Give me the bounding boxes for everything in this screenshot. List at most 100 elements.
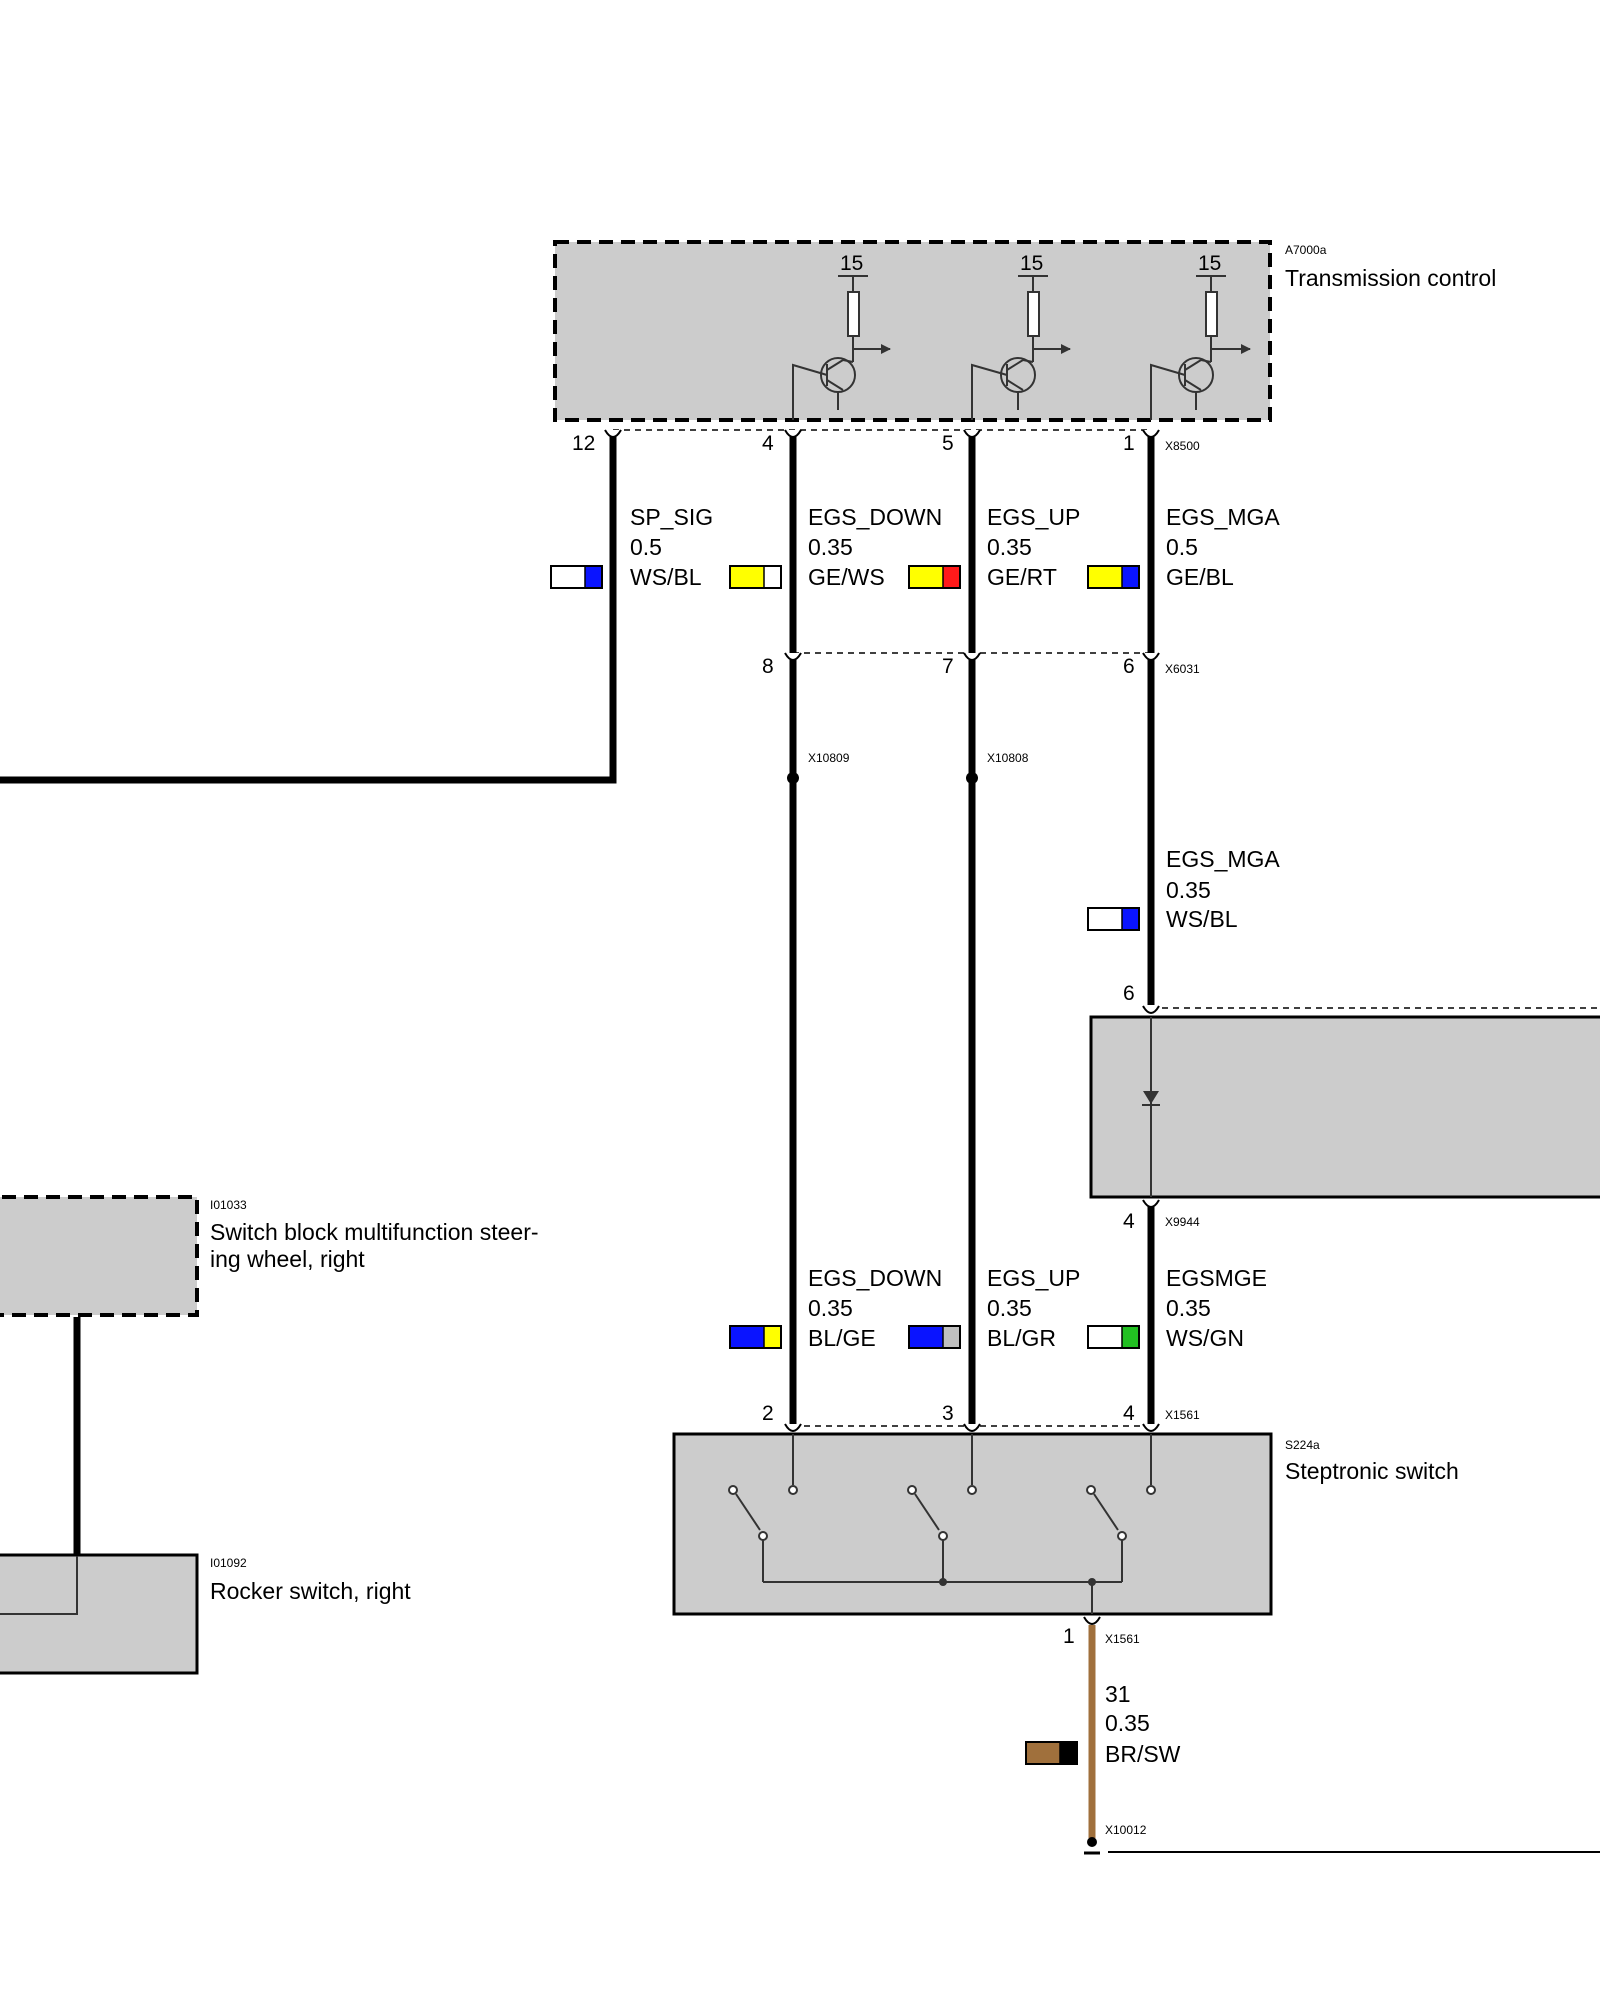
svg-text:WS/BL: WS/BL	[630, 564, 702, 590]
ground-wire-name: 31	[1105, 1681, 1131, 1707]
pin-x6031-down: 8	[762, 655, 774, 678]
pin-mid-bottom: 4	[1123, 1210, 1135, 1233]
connector-x9944-label: X9944	[1165, 1215, 1200, 1229]
pin-mid-top: 6	[1123, 982, 1135, 1005]
label-egs-down-bot: EGS_DOWN 0.35 BL/GE	[729, 1265, 942, 1351]
connector-x6031-label: X6031	[1165, 662, 1200, 676]
swatch-stripe	[764, 1326, 781, 1348]
svg-text:0.35: 0.35	[987, 1295, 1032, 1321]
svg-text:GE/WS: GE/WS	[808, 564, 885, 590]
swatch-frame	[1087, 907, 1140, 931]
pullup-resistor	[1027, 291, 1040, 337]
rocker-switch-ref: I01092	[210, 1556, 247, 1570]
pin-tc-down: 4	[762, 432, 774, 455]
svg-text:EGS_DOWN: EGS_DOWN	[808, 504, 942, 530]
swatch-stripe	[1122, 566, 1139, 588]
label-egs-down-top: EGS_DOWN 0.35 GE/WS	[729, 504, 942, 590]
steptronic-switch-module: X1561 2 3 4 S224a Steptronic switch	[672, 1402, 1459, 1616]
label-egs-mga-mid: EGS_MGA 0.35 WS/BL	[1087, 846, 1280, 932]
swatch-frame	[729, 1325, 782, 1349]
color-swatch	[550, 565, 603, 589]
svg-text:0.5: 0.5	[1166, 534, 1198, 560]
pin-sw-mge: 4	[1123, 1402, 1135, 1425]
connector-x10012-label: X10012	[1105, 1823, 1147, 1837]
switch-block-title-2: ing wheel, right	[210, 1246, 365, 1272]
swatch-primary	[1088, 908, 1122, 930]
swatch-frame	[908, 565, 961, 589]
switch-block-module: I01033 Switch block multifunction steer-…	[0, 1195, 539, 1317]
swatch-frame	[1087, 1325, 1140, 1349]
svg-text:BL/GR: BL/GR	[987, 1325, 1056, 1351]
pin-x6031-mga: 6	[1123, 655, 1135, 678]
connector-x8500-label: X8500	[1165, 439, 1200, 453]
pullup-resistor	[1205, 291, 1218, 337]
supply-15-label: 15	[840, 252, 863, 275]
splice-x10808	[966, 772, 978, 784]
svg-text:WS/BL: WS/BL	[1166, 906, 1238, 932]
color-swatch	[1087, 565, 1140, 589]
svg-text:EGSMGE: EGSMGE	[1166, 1265, 1267, 1291]
swatch-frame	[1025, 1741, 1078, 1765]
pin-sw-down: 2	[762, 1402, 774, 1425]
swatch-stripe	[1122, 908, 1139, 930]
color-swatch	[1087, 907, 1140, 931]
transmission-control-title: Transmission control	[1285, 265, 1496, 291]
swatch-frame	[908, 1325, 961, 1349]
swatch-primary	[730, 1326, 764, 1348]
splice-x10809-label: X10809	[808, 751, 850, 765]
supply-15-label: 15	[1198, 252, 1221, 275]
svg-text:0.35: 0.35	[1166, 1295, 1211, 1321]
swatch-frame	[1087, 565, 1140, 589]
svg-text:EGS_UP: EGS_UP	[987, 1265, 1080, 1291]
svg-text:GE/BL: GE/BL	[1166, 564, 1234, 590]
svg-text:EGS_DOWN: EGS_DOWN	[808, 1265, 942, 1291]
color-swatch	[1025, 1741, 1078, 1765]
rocker-switch-title: Rocker switch, right	[210, 1578, 411, 1604]
pin-tc-mga: 1	[1123, 432, 1135, 455]
svg-text:0.5: 0.5	[630, 534, 662, 560]
ground-point-x10012	[1087, 1837, 1097, 1847]
color-swatch	[729, 1325, 782, 1349]
swatch-stripe	[764, 566, 781, 588]
splice-x10809	[787, 772, 799, 784]
svg-text:EGS_UP: EGS_UP	[987, 504, 1080, 530]
color-swatch	[908, 1325, 961, 1349]
pullup-resistor	[847, 291, 860, 337]
swatch-primary	[730, 566, 764, 588]
driver-stage-mga: 15	[1150, 252, 1251, 420]
pin-tc-sp: 12	[572, 432, 595, 455]
svg-text:EGS_MGA: EGS_MGA	[1166, 846, 1280, 872]
wire-sp-sig[interactable]	[0, 432, 617, 784]
transmission-control-module: A7000a Transmission control 15 15	[553, 240, 1496, 422]
swatch-stripe	[1122, 1326, 1139, 1348]
switch-block-box	[0, 1195, 199, 1317]
label-egsmge: EGSMGE 0.35 WS/GN	[1087, 1265, 1267, 1351]
driver-stage-down: 15	[792, 252, 891, 420]
svg-text:GE/RT: GE/RT	[987, 564, 1057, 590]
swatch-frame	[550, 565, 603, 589]
swatch-stripe	[943, 566, 960, 588]
swatch-primary	[551, 566, 585, 588]
label-egs-up-bot: EGS_UP 0.35 BL/GR	[908, 1265, 1080, 1351]
color-swatch	[1087, 1325, 1140, 1349]
svg-text:0.35: 0.35	[808, 1295, 853, 1321]
ground-wire-group: 1 X1561 31 0.35 BR/SW X10012	[1025, 1616, 1600, 1855]
color-swatch	[908, 565, 961, 589]
label-sp-sig: SP_SIG 0.5 WS/BL	[550, 504, 713, 590]
pin-tc-up: 5	[942, 432, 954, 455]
supply-15-label: 15	[1020, 252, 1043, 275]
transmission-control-box	[553, 240, 1272, 422]
svg-text:EGS_MGA: EGS_MGA	[1166, 504, 1280, 530]
connector-x1561-bottom-label: X1561	[1105, 1632, 1140, 1646]
splice-x10808-label: X10808	[987, 751, 1029, 765]
swatch-primary	[909, 566, 943, 588]
switch-block-ref: I01033	[210, 1198, 247, 1212]
svg-text:SP_SIG: SP_SIG	[630, 504, 713, 530]
swatch-stripe	[1060, 1742, 1077, 1764]
driver-stage-up: 15	[971, 252, 1071, 420]
swatch-frame	[729, 565, 782, 589]
pin-sw-up: 3	[942, 1402, 954, 1425]
rocker-switch-module: I01092 Rocker switch, right	[0, 1553, 411, 1675]
swatch-primary	[1026, 1742, 1060, 1764]
